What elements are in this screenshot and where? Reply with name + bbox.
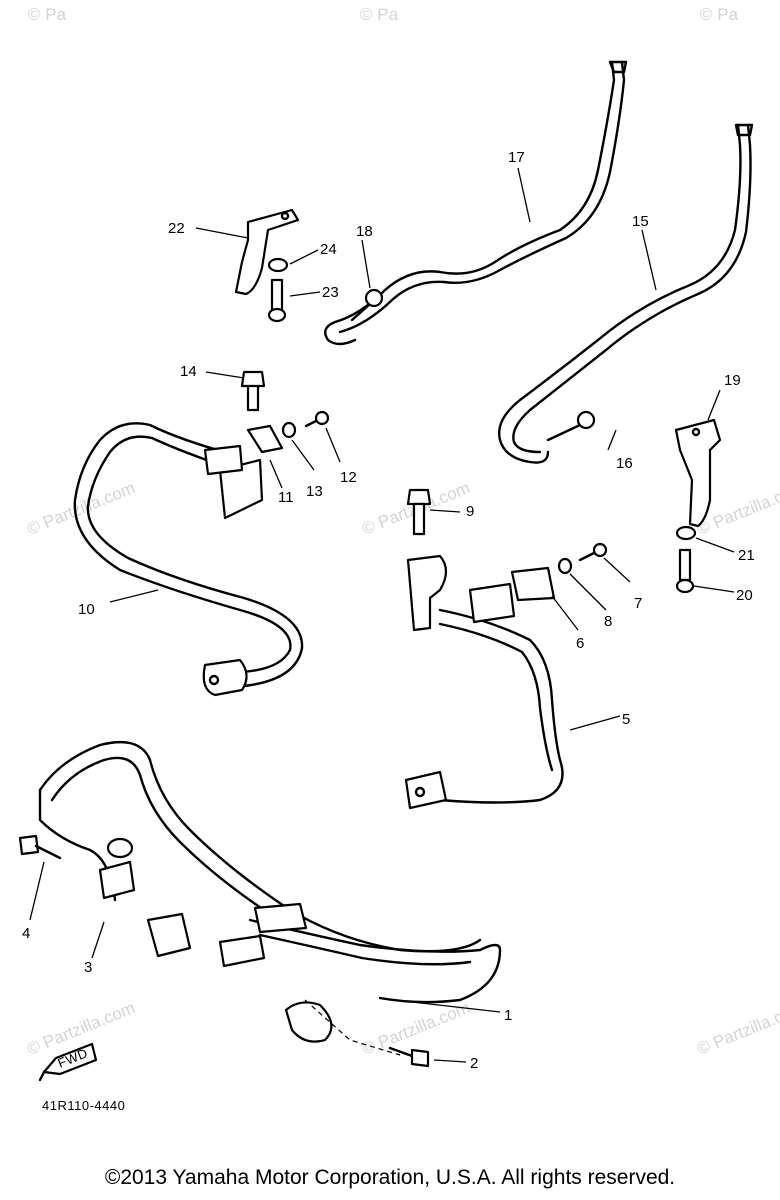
- part-2-bolt[interactable]: [388, 1046, 430, 1068]
- callout-22[interactable]: 22: [168, 220, 185, 237]
- part-13-washer[interactable]: [281, 421, 297, 439]
- part-14-bolt[interactable]: [240, 370, 266, 412]
- watermark: © Partzilla.com: [694, 998, 780, 1059]
- part-23-bolt[interactable]: [267, 278, 287, 323]
- part-4-bolt[interactable]: [18, 834, 62, 860]
- callouts: 22 24 23 18 17 15 14 11 13 12 10 9 16 19…: [22, 149, 755, 1072]
- callout-9[interactable]: 9: [466, 503, 474, 520]
- callout-7[interactable]: 7: [634, 595, 642, 612]
- part-10-bar[interactable]: [73, 422, 304, 697]
- callout-4[interactable]: 4: [22, 925, 30, 942]
- watermark: © Pa: [28, 5, 67, 24]
- callout-23[interactable]: 23: [322, 284, 339, 301]
- callout-2[interactable]: 2: [470, 1055, 478, 1072]
- callout-8[interactable]: 8: [604, 613, 612, 630]
- parts-diagram: © Pa © Pa © Pa © Partzilla.com © Partzil…: [18, 5, 780, 1113]
- callout-21[interactable]: 21: [738, 547, 755, 564]
- callout-15[interactable]: 15: [632, 213, 649, 230]
- callout-6[interactable]: 6: [576, 635, 584, 652]
- drawing-code: 41R110-4440: [42, 1098, 125, 1113]
- part-5-bar[interactable]: [404, 554, 564, 810]
- part-15-bar[interactable]: [498, 123, 754, 464]
- callout-5[interactable]: 5: [622, 711, 630, 728]
- part-21-washer[interactable]: [675, 525, 697, 541]
- callout-13[interactable]: 13: [306, 483, 323, 500]
- callout-16[interactable]: 16: [616, 455, 633, 472]
- part-24-washer[interactable]: [267, 257, 289, 273]
- callout-10[interactable]: 10: [78, 601, 95, 618]
- watermark: © Pa: [700, 5, 739, 24]
- part-6-clamp[interactable]: [510, 566, 556, 602]
- callout-17[interactable]: 17: [508, 149, 525, 166]
- callout-24[interactable]: 24: [320, 241, 337, 258]
- part-8-washer[interactable]: [557, 557, 573, 575]
- part-1-bar[interactable]: [218, 902, 502, 1043]
- part-22-bracket[interactable]: [234, 208, 300, 296]
- callout-18[interactable]: 18: [356, 223, 373, 240]
- callout-1[interactable]: 1: [504, 1007, 512, 1024]
- callout-19[interactable]: 19: [724, 372, 741, 389]
- assembly-guide-line: [304, 999, 401, 1056]
- part-5-mount: [468, 582, 516, 624]
- part-10-mount: [203, 444, 244, 476]
- callout-11[interactable]: 11: [278, 489, 294, 506]
- part-9-bolt[interactable]: [406, 488, 432, 536]
- part-19-bracket[interactable]: [674, 418, 722, 528]
- watermarks: © Pa © Pa © Pa © Partzilla.com © Partzil…: [24, 5, 780, 1059]
- part-11-clamp[interactable]: [218, 424, 284, 520]
- callout-12[interactable]: 12: [340, 469, 357, 486]
- part-16-bolt[interactable]: [546, 410, 596, 442]
- callout-20[interactable]: 20: [736, 587, 753, 604]
- part-12-bolt[interactable]: [304, 410, 330, 428]
- part-7-bolt[interactable]: [578, 542, 608, 562]
- part-17-bar[interactable]: [324, 60, 628, 346]
- copyright-notice: ©2013 Yamaha Motor Corporation, U.S.A. A…: [104, 1166, 676, 1189]
- callout-3[interactable]: 3: [84, 959, 92, 976]
- part-20-bolt[interactable]: [675, 548, 695, 594]
- callout-14[interactable]: 14: [180, 363, 197, 380]
- part-18-bolt[interactable]: [350, 288, 384, 322]
- leader-lines: [29, 167, 735, 1063]
- watermark: © Pa: [360, 5, 399, 24]
